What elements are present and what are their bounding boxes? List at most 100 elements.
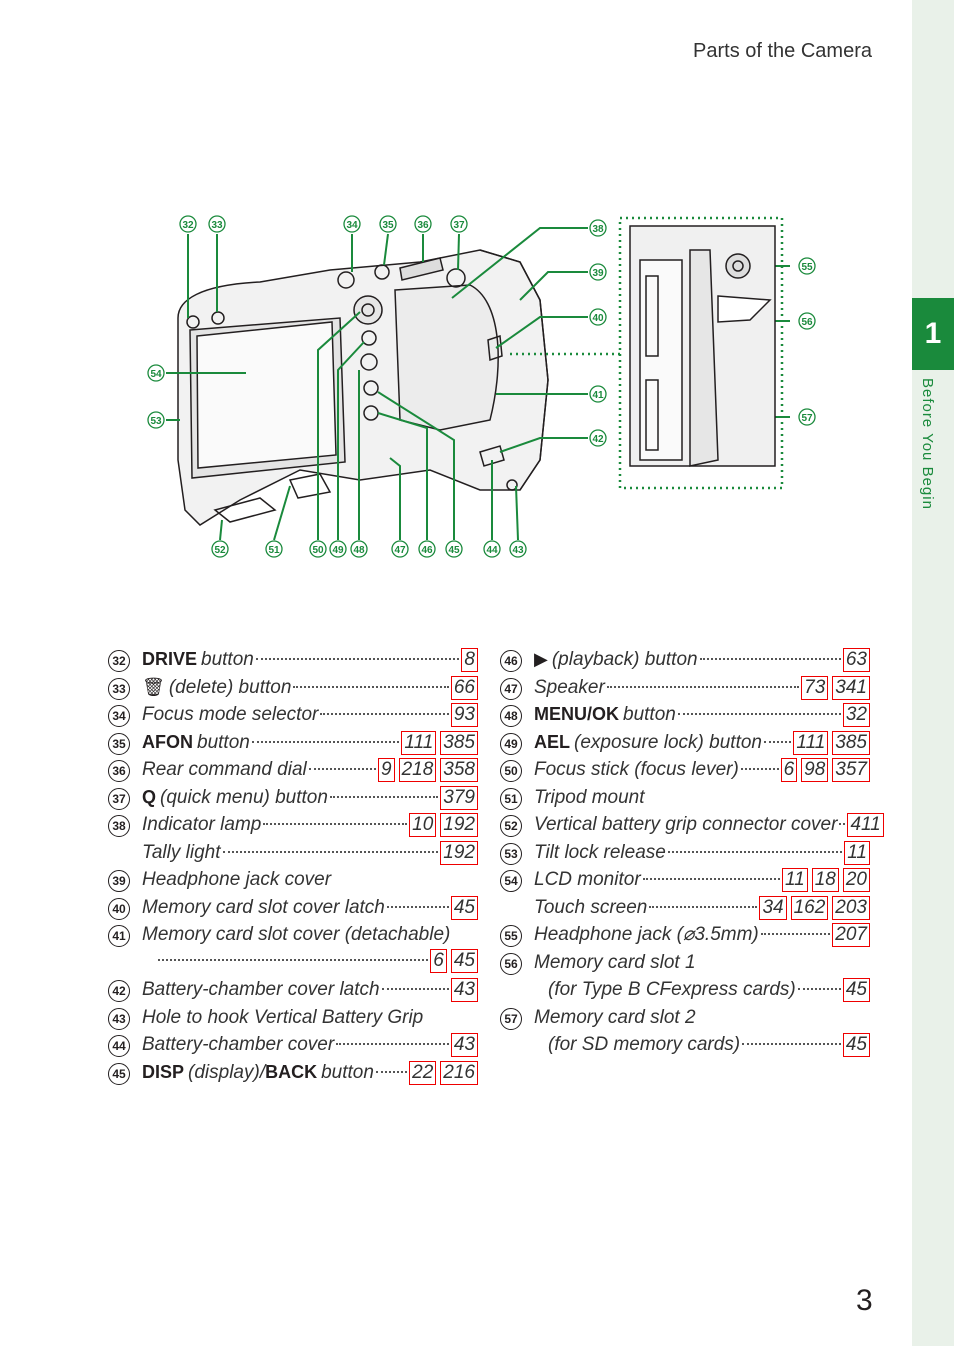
page-ref-link[interactable]: 45 (450, 895, 478, 920)
page-ref-link[interactable]: 34 (759, 895, 787, 920)
page-ref-link[interactable]: 216 (440, 1060, 478, 1085)
leader-dots (381, 988, 449, 990)
page-ref-link[interactable]: 203 (832, 895, 870, 920)
page-ref-link[interactable]: 45 (842, 1033, 870, 1057)
item-label: Vertical battery grip connector cover 411 (534, 811, 884, 839)
camera-body (177, 249, 549, 526)
chapter-tab[interactable]: 1 (912, 298, 954, 370)
callout-50: 50 (309, 540, 327, 558)
page-ref-link[interactable]: 6 (430, 948, 447, 973)
page-ref-link[interactable]: 162 (790, 895, 829, 920)
page-ref-link[interactable]: 22 (409, 1060, 437, 1085)
leader-dots (329, 795, 439, 798)
page-ref-link[interactable]: 192 (440, 840, 478, 865)
page-refs: 45 (450, 895, 478, 920)
page-ref-link[interactable]: 11 (781, 868, 808, 892)
page-ref-link[interactable]: 18 (811, 868, 839, 892)
page-ref-link[interactable]: 111 (793, 730, 829, 755)
page-ref-link[interactable]: 73 (801, 675, 829, 700)
callout-52: 52 (211, 540, 229, 558)
item-text: LCD monitor (534, 869, 641, 890)
page-ref-link[interactable]: 357 (832, 758, 870, 782)
page-ref-link[interactable]: 218 (398, 758, 437, 782)
item-number: 56 (500, 952, 522, 975)
page-ref-link[interactable]: 11 (844, 840, 870, 865)
svg-text:36: 36 (417, 220, 429, 231)
svg-text:53: 53 (150, 416, 162, 427)
page-ref-link[interactable]: 63 (842, 648, 870, 672)
leader-dots (255, 658, 460, 660)
item-number: 41 (108, 925, 130, 947)
svg-text:47: 47 (394, 545, 406, 556)
page-ref-link[interactable]: 6 (780, 758, 798, 782)
svg-text:40: 40 (592, 313, 604, 324)
svg-text:52: 52 (214, 545, 226, 556)
page-ref-link[interactable]: 10 (409, 813, 437, 837)
item-number: 37 (108, 787, 130, 810)
page-ref-link[interactable]: 379 (440, 785, 478, 810)
page-ref-link[interactable]: 45 (450, 948, 478, 973)
svg-text:55: 55 (801, 262, 813, 273)
page-ref-link[interactable]: 93 (450, 703, 478, 727)
page-ref-link[interactable]: 192 (440, 813, 478, 837)
page-ref-link[interactable]: 20 (842, 868, 870, 892)
item-number: 34 (108, 705, 130, 727)
item-number: 36 (108, 760, 130, 782)
page-ref-link[interactable]: 66 (450, 675, 478, 700)
item-label: Tripod mount (534, 784, 870, 812)
page-ref-link[interactable]: 9 (378, 758, 395, 782)
item-label: Memory card slot cover (detachable) (142, 921, 478, 949)
page-ref-link[interactable]: 98 (801, 758, 829, 782)
item-text: Indicator lamp (142, 814, 262, 835)
page-ref-link[interactable]: 43 (450, 978, 478, 1002)
leader-dots (606, 685, 800, 688)
callout-35: 35 (379, 215, 397, 233)
page-ref-link[interactable]: 43 (450, 1033, 478, 1057)
page-ref-link[interactable]: 45 (842, 978, 870, 1002)
page-ref-link[interactable]: 385 (832, 730, 870, 755)
page-ref-link[interactable]: 411 (847, 813, 884, 837)
page-ref-link[interactable]: 207 (832, 923, 870, 947)
item-text: Headphone jack cover (142, 869, 332, 890)
item-number: 35 (108, 732, 130, 755)
item-text: (exposure lock) button (574, 731, 762, 753)
callout-48: 48 (350, 540, 368, 558)
page-ref-link[interactable]: 358 (440, 758, 478, 782)
page-refs: 43 (450, 1033, 478, 1057)
item-text: Vertical battery grip connector cover (534, 814, 838, 835)
svg-text:49: 49 (332, 545, 344, 556)
callout-40: 40 (589, 308, 607, 326)
item-number: 46 (500, 650, 522, 672)
list-item: 41 Memory card slot cover (detachable) (108, 921, 478, 949)
page-ref-link[interactable]: 111 (401, 730, 437, 755)
leader-dots (158, 958, 429, 961)
leader-dots (760, 933, 831, 935)
page-ref-link[interactable]: 8 (461, 648, 478, 672)
page-ref-link[interactable]: 32 (842, 703, 870, 727)
item-label: Hole to hook Vertical Battery Grip (142, 1004, 478, 1032)
chapter-label: Before You Begin (919, 378, 936, 510)
page-ref-link[interactable]: 385 (440, 730, 478, 755)
callout-37: 37 (450, 215, 468, 233)
page-ref-link[interactable]: 341 (832, 675, 870, 700)
page-refs: 66 (450, 675, 478, 700)
item-text: button (623, 704, 676, 725)
item-bold-label: BACK (265, 1061, 318, 1082)
